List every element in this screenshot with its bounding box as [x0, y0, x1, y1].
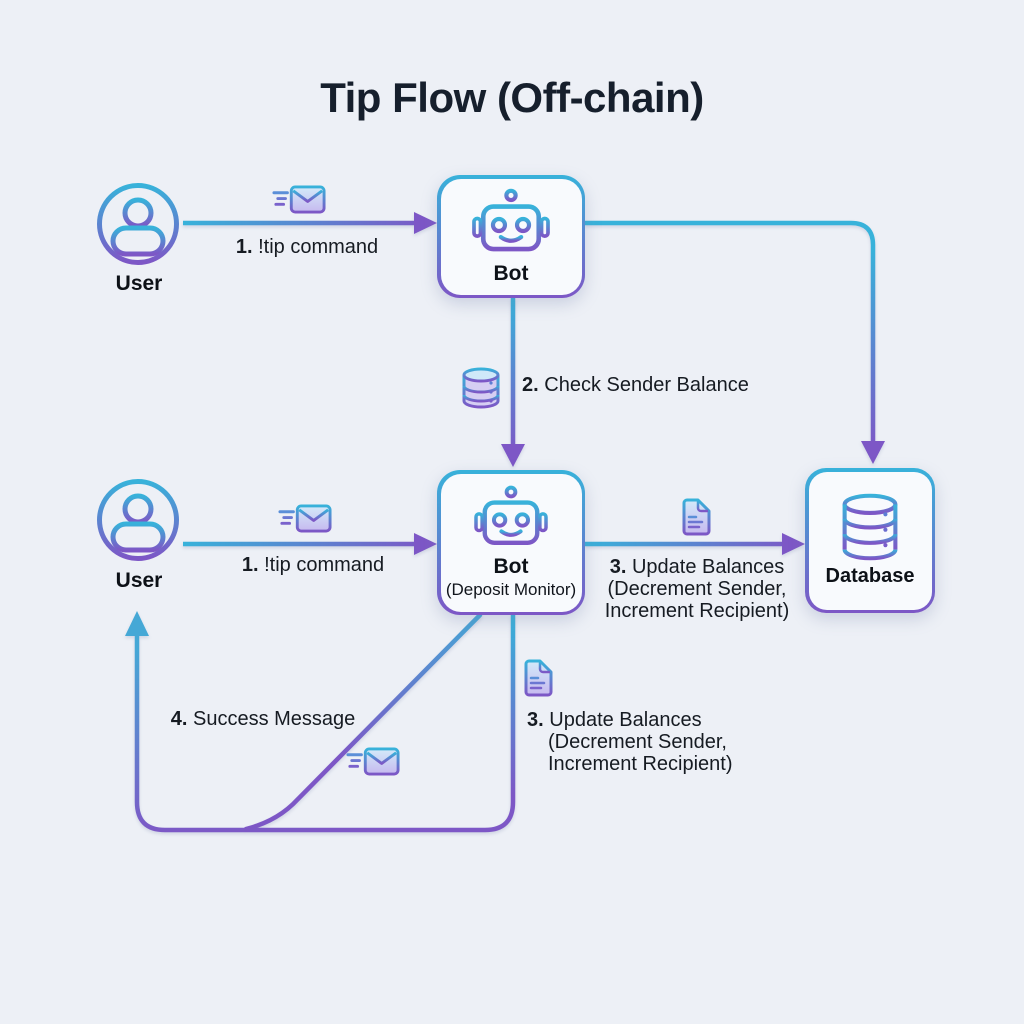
edge-success-arrowhead — [125, 611, 149, 636]
edge-user2-bot2-arrowhead — [414, 533, 437, 555]
edge-label-tip-command-mid: 1. !tip command — [242, 554, 384, 577]
edge-label-check-balance: 2. Check Sender Balance — [522, 374, 749, 397]
user2-label: User — [115, 569, 163, 592]
node-database-inner: Database — [808, 471, 932, 610]
edge-label-text: Update Balances — [549, 709, 702, 731]
robot-icon — [472, 188, 550, 262]
edge-label-text: !tip command — [264, 554, 385, 576]
edge-label-text: Success Message — [192, 708, 356, 730]
user1-label: User — [115, 272, 163, 295]
page-title: Tip Flow (Off-chain) — [320, 74, 704, 121]
edge-label-line2: (Decrement Sender, — [607, 578, 787, 600]
edge-label-number: 2. — [522, 374, 539, 396]
node-bot1: Bot — [437, 175, 585, 298]
edge-label-line1: 3. Update Balances — [605, 556, 790, 578]
edge-label-update-balances-bottom: 3. Update Balances (Decrement Sender, In… — [527, 709, 733, 775]
edge-label-text: !tip command — [258, 236, 379, 258]
node-bot1-inner: Bot — [440, 178, 582, 295]
edge-label-number: 1. — [235, 236, 253, 258]
envelope-icon — [346, 747, 400, 776]
edge-bot1-database-arrowhead — [861, 441, 885, 464]
user-icon — [96, 182, 180, 266]
document-icon — [523, 659, 553, 697]
edge-success-left-line — [134, 634, 310, 833]
node-bot2-inner: Bot (Deposit Monitor) — [440, 473, 582, 612]
envelope-icon — [272, 185, 326, 214]
bot2-sublabel: (Deposit Monitor) — [445, 580, 577, 599]
envelope-icon — [278, 504, 332, 533]
edge-label-line3: Increment Recipient) — [548, 753, 733, 775]
edge-label-update-balances-right: 3. Update Balances (Decrement Sender, In… — [605, 556, 790, 622]
database-label: Database — [825, 565, 915, 587]
edge-label-text: Update Balances — [631, 556, 785, 578]
edge-label-text: Check Sender Balance — [544, 374, 749, 396]
edge-label-line3: Increment Recipient) — [604, 600, 790, 622]
edge-label-line1: 3. Update Balances — [527, 709, 733, 731]
edge-label-number: 3. — [609, 556, 627, 578]
robot-icon — [474, 485, 548, 555]
database-small-icon — [461, 366, 501, 410]
edge-label-line2: (Decrement Sender, — [548, 731, 727, 753]
node-database: Database — [805, 468, 935, 613]
edge-label-tip-command-top: 1. !tip command — [236, 236, 378, 259]
user-icon — [96, 478, 180, 562]
edge-bot2-diagonal-line — [243, 612, 483, 832]
bot2-label: Bot — [493, 555, 529, 578]
edge-bot1-database-line — [585, 220, 876, 442]
database-icon — [841, 493, 899, 561]
document-icon — [681, 498, 711, 536]
edge-bot2-database-arrowhead — [782, 533, 805, 555]
edge-user1-bot1-arrowhead — [414, 212, 437, 234]
edge-label-number: 3. — [527, 709, 544, 731]
edge-label-number: 4. — [170, 708, 188, 730]
edge-label-success-message: 4. Success Message — [171, 708, 356, 731]
edge-label-number: 1. — [241, 554, 259, 576]
node-bot2: Bot (Deposit Monitor) — [437, 470, 585, 615]
bot1-label: Bot — [493, 261, 529, 285]
edge-success-right-line — [310, 615, 516, 833]
edge-bot1-bot2-arrowhead — [501, 444, 525, 467]
